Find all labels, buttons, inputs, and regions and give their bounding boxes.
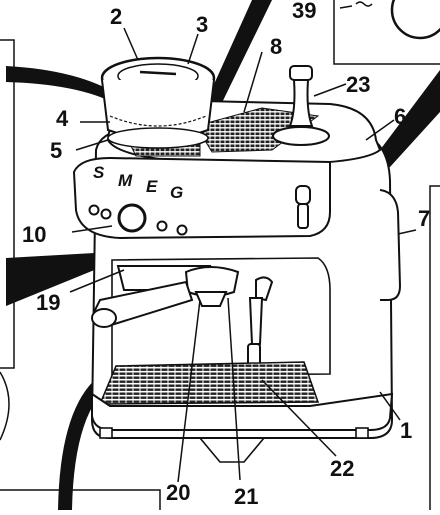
callout-1: 1 — [400, 418, 413, 443]
callout-23: 23 — [346, 72, 371, 97]
right-inset-frame — [429, 185, 440, 510]
callout-2: 2 — [110, 4, 123, 29]
steam-knob-stem — [297, 203, 309, 229]
button-3 — [156, 220, 168, 232]
foot-left — [99, 427, 113, 439]
bottom-inset-frame — [0, 489, 161, 510]
callout-4: 4 — [56, 106, 69, 131]
callout-7: 7 — [418, 206, 431, 231]
callout-39: 39 — [292, 0, 317, 23]
drip-tray — [91, 392, 394, 431]
leader-20 — [177, 299, 201, 483]
button-1 — [88, 204, 100, 216]
callout-22: 22 — [330, 456, 355, 481]
spout — [194, 291, 228, 307]
callout-5: 5 — [50, 138, 63, 163]
callout-21: 21 — [234, 484, 259, 509]
top-right-inset-frame — [333, 0, 440, 65]
leader-lines — [69, 5, 417, 483]
leader-21 — [227, 297, 241, 481]
leader-2 — [123, 27, 139, 61]
leader-23 — [313, 83, 347, 97]
tamper-stem — [288, 79, 314, 127]
left-inset-frame — [0, 39, 15, 369]
leader-6 — [365, 119, 395, 141]
control-panel — [72, 156, 331, 240]
inset-knob — [390, 0, 440, 40]
tamper-base — [272, 126, 330, 146]
callout-10: 10 — [22, 222, 47, 247]
leader-7 — [397, 229, 417, 235]
leader-8 — [243, 51, 263, 113]
leader-19 — [69, 269, 125, 293]
leader-22 — [261, 379, 337, 457]
leader-3 — [187, 33, 199, 65]
leader-1 — [379, 391, 401, 421]
selector-knob — [117, 203, 147, 233]
base-plate — [199, 437, 265, 463]
logo-letter-s: S — [93, 163, 105, 182]
leader-39 — [339, 5, 353, 9]
steam-wand — [248, 297, 264, 345]
foot-right — [355, 427, 369, 439]
hopper-ring — [107, 127, 209, 149]
pointer-beam-top-left — [6, 66, 120, 104]
pointer-beam-left — [6, 252, 114, 306]
steam-wand-joint — [255, 276, 274, 302]
steam-knob-top — [295, 185, 311, 205]
tamper-handle — [289, 65, 313, 81]
callout-20: 20 — [166, 480, 191, 505]
logo-letter-g: G — [170, 183, 184, 202]
water-tank — [379, 189, 402, 301]
callout-6: 6 — [394, 104, 407, 129]
left-inset-arc — [0, 371, 10, 441]
logo-letter-e: E — [146, 177, 158, 196]
leader-5 — [75, 139, 109, 151]
callout-8: 8 — [270, 34, 283, 59]
button-2 — [100, 208, 112, 220]
drip-tray-grid — [98, 361, 320, 405]
pointer-beam-bottom-left — [58, 368, 120, 510]
inset-steam-icon — [355, 1, 373, 7]
callout-3: 3 — [196, 12, 209, 37]
button-4 — [176, 224, 188, 236]
logo-letter-m: M — [118, 171, 133, 190]
callout-19: 19 — [36, 290, 61, 315]
leader-10 — [71, 225, 113, 233]
